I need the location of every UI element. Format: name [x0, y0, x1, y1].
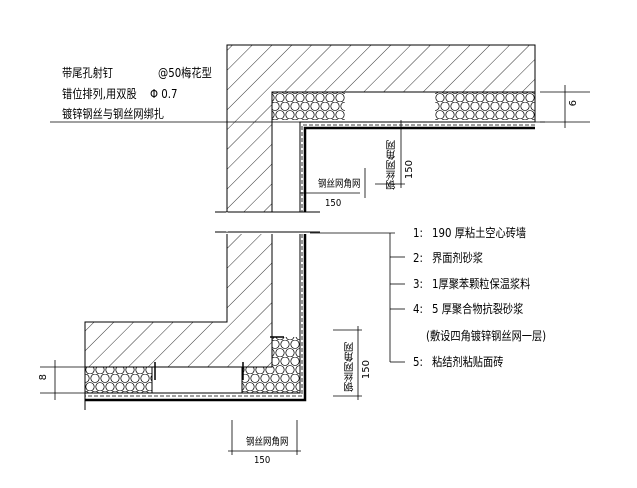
insulation-fill: [435, 92, 535, 120]
mesh-label-vertical: 钢丝网角网: [345, 342, 356, 392]
legend-num: 4:: [413, 302, 423, 316]
legend-num: 2:: [413, 251, 423, 265]
mesh-size-vertical: 150: [361, 360, 372, 380]
mesh-line: [85, 124, 535, 397]
legend-text: 界面剂砂浆: [432, 251, 484, 265]
note-line-2b: Φ 0.7: [150, 87, 178, 101]
mesh-size: 150: [325, 198, 342, 209]
insulation-fill: [85, 367, 152, 393]
tile-line: [85, 126, 535, 402]
top-thickness: 6: [568, 100, 579, 107]
legend-text: (敷设四角镀锌钢丝网一层): [426, 329, 547, 343]
mesh-label: 钢丝网角网: [246, 437, 289, 448]
mesh-label: 钢丝网角网: [318, 179, 361, 190]
legend-text: 1厚聚苯颗粒保温浆料: [432, 277, 531, 291]
legend-num: 3:: [413, 277, 423, 291]
insulation-fill: [272, 337, 300, 393]
note-line-3: 镀锌钢丝与钢丝网绑扎: [62, 107, 165, 121]
mesh-label-vertical: 钢丝网角网: [387, 140, 398, 190]
mesh-size: 150: [254, 455, 271, 466]
legend-text: 190 厚粘土空心砖墙: [432, 226, 527, 240]
bottom-thickness: 8: [38, 374, 49, 381]
insulation-fill: [242, 367, 272, 393]
note-line-2: 错位排列,用双股: [62, 87, 137, 101]
legend-num: 5:: [413, 355, 423, 369]
note-line-1: 带尾孔射钉: [62, 66, 114, 80]
legend-text: 粘结剂粘贴面砖: [432, 355, 504, 369]
legend-text: 5 厚聚合物抗裂砂浆: [432, 302, 524, 316]
mesh-size-vertical: 150: [404, 160, 415, 180]
insulation-fill: [272, 92, 345, 120]
legend-num: 1:: [413, 226, 423, 240]
note-line-1b: @50梅花型: [158, 66, 212, 80]
